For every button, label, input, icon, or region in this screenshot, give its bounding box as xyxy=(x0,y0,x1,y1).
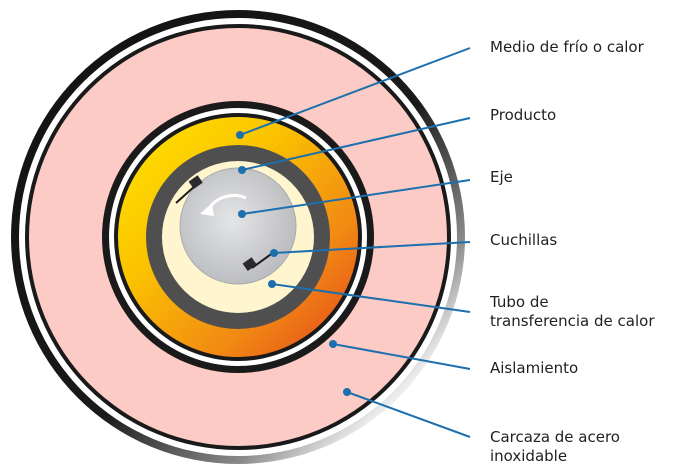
leader-line-product xyxy=(241,117,471,171)
blade-top-left xyxy=(175,175,203,204)
leader-line-housing xyxy=(346,391,471,438)
leader-lines xyxy=(239,47,471,438)
blade-bottom-right xyxy=(242,251,275,271)
label-heat-transfer-tube-line2: transferencia de calor xyxy=(490,312,655,330)
leader-line-blades xyxy=(273,241,471,254)
label-cooling-heating-medium: Medio de frío o calor xyxy=(490,38,644,56)
leader-dots xyxy=(236,131,351,396)
leader-line-insulation xyxy=(332,343,471,370)
leader-line-tube xyxy=(271,283,471,313)
label-steel-housing-line2: inoxidable xyxy=(490,447,568,465)
leader-line-shaft xyxy=(241,179,471,215)
label-heat-transfer-tube-line1: Tubo de xyxy=(490,293,549,311)
label-shaft: Eje xyxy=(490,168,513,186)
label-insulation: Aislamiento xyxy=(490,359,579,377)
label-steel-housing-line1: Carcaza de acero xyxy=(490,428,620,446)
label-heat-transfer-tube: Tubo de transferencia de calor xyxy=(490,293,655,331)
shaft xyxy=(179,167,297,285)
leader-line-medium xyxy=(239,47,471,136)
rotation-arrow-icon xyxy=(200,193,247,216)
label-blades: Cuchillas xyxy=(490,231,558,249)
label-product: Producto xyxy=(490,106,557,124)
label-steel-housing: Carcaza de acero inoxidable xyxy=(490,428,620,466)
